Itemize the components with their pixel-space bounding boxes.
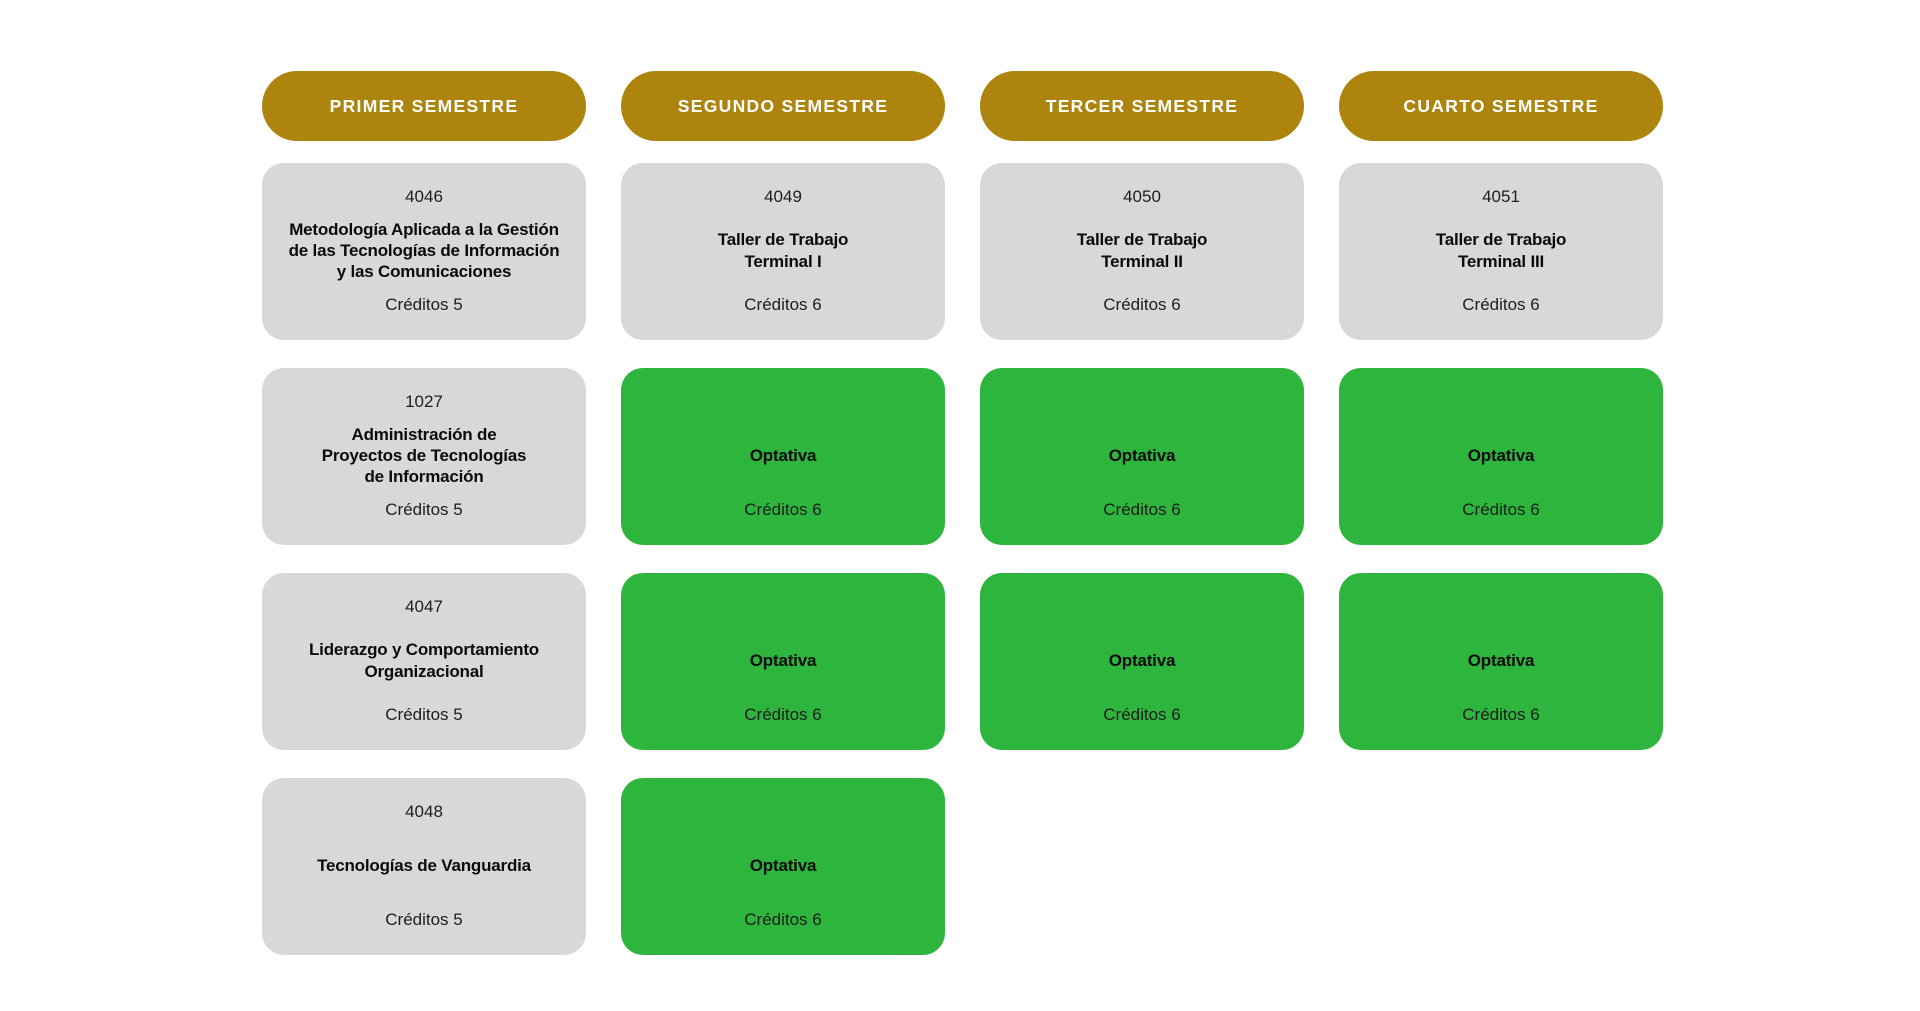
course-title: Metodología Aplicada a la Gestión de las…	[288, 219, 560, 282]
course-title: Optativa	[749, 855, 817, 875]
course-card: 4051 Taller de Trabajo Terminal III Créd…	[1339, 163, 1663, 340]
course-title: Optativa	[1467, 445, 1535, 465]
course-credits: Créditos 5	[385, 910, 463, 929]
course-credits: Créditos 6	[1103, 295, 1181, 314]
course-credits: Créditos 5	[385, 500, 463, 519]
course-code: 4048	[405, 802, 443, 821]
course-card: 1027 Administración de Proyectos de Tecn…	[262, 368, 586, 545]
course-title: Taller de Trabajo Terminal I	[717, 230, 849, 271]
course-credits: Créditos 5	[385, 705, 463, 724]
semester-column-1: PRIMER SEMESTRE 4046 Metodología Aplicad…	[262, 71, 586, 983]
course-code: 4051	[1482, 187, 1520, 206]
semester-header: PRIMER SEMESTRE	[262, 71, 586, 141]
course-credits: Créditos 6	[1103, 500, 1181, 519]
curriculum-map: PRIMER SEMESTRE 4046 Metodología Aplicad…	[262, 71, 1663, 983]
course-card-optative: Optativa Créditos 6	[1339, 573, 1663, 750]
course-credits: Créditos 6	[744, 295, 822, 314]
course-credits: Créditos 5	[385, 295, 463, 314]
semester-header: CUARTO SEMESTRE	[1339, 71, 1663, 141]
course-title: Optativa	[1467, 650, 1535, 670]
semester-column-4: CUARTO SEMESTRE 4051 Taller de Trabajo T…	[1339, 71, 1663, 983]
course-credits: Créditos 6	[1462, 705, 1540, 724]
semester-header: TERCER SEMESTRE	[980, 71, 1304, 141]
course-card-optative: Optativa Créditos 6	[1339, 368, 1663, 545]
course-card: 4050 Taller de Trabajo Terminal II Crédi…	[980, 163, 1304, 340]
course-card-optative: Optativa Créditos 6	[980, 573, 1304, 750]
course-card: 4048 Tecnologías de Vanguardia Créditos …	[262, 778, 586, 955]
course-code: 4047	[405, 597, 443, 616]
course-code: 4050	[1123, 187, 1161, 206]
course-card: 4049 Taller de Trabajo Terminal I Crédit…	[621, 163, 945, 340]
course-title: Optativa	[749, 650, 817, 670]
course-card-optative: Optativa Créditos 6	[621, 778, 945, 955]
course-title: Tecnologías de Vanguardia	[317, 855, 531, 875]
course-title: Taller de Trabajo Terminal III	[1435, 230, 1567, 271]
course-credits: Créditos 6	[744, 910, 822, 929]
course-title: Optativa	[1108, 445, 1176, 465]
course-title: Taller de Trabajo Terminal II	[1076, 230, 1208, 271]
semester-column-2: SEGUNDO SEMESTRE 4049 Taller de Trabajo …	[621, 71, 945, 983]
course-card-optative: Optativa Créditos 6	[980, 368, 1304, 545]
course-code: 4046	[405, 187, 443, 206]
course-credits: Créditos 6	[744, 500, 822, 519]
course-card-optative: Optativa Créditos 6	[621, 573, 945, 750]
course-code: 1027	[405, 392, 443, 411]
course-card-optative: Optativa Créditos 6	[621, 368, 945, 545]
course-title: Liderazgo y Comportamiento Organizaciona…	[309, 640, 539, 681]
course-credits: Créditos 6	[744, 705, 822, 724]
course-title: Optativa	[1108, 650, 1176, 670]
course-title: Optativa	[749, 445, 817, 465]
course-card: 4047 Liderazgo y Comportamiento Organiza…	[262, 573, 586, 750]
course-code: 4049	[764, 187, 802, 206]
course-credits: Créditos 6	[1462, 500, 1540, 519]
course-credits: Créditos 6	[1103, 705, 1181, 724]
semester-header: SEGUNDO SEMESTRE	[621, 71, 945, 141]
semester-column-3: TERCER SEMESTRE 4050 Taller de Trabajo T…	[980, 71, 1304, 983]
course-title: Administración de Proyectos de Tecnologí…	[321, 424, 527, 487]
course-card: 4046 Metodología Aplicada a la Gestión d…	[262, 163, 586, 340]
course-credits: Créditos 6	[1462, 295, 1540, 314]
